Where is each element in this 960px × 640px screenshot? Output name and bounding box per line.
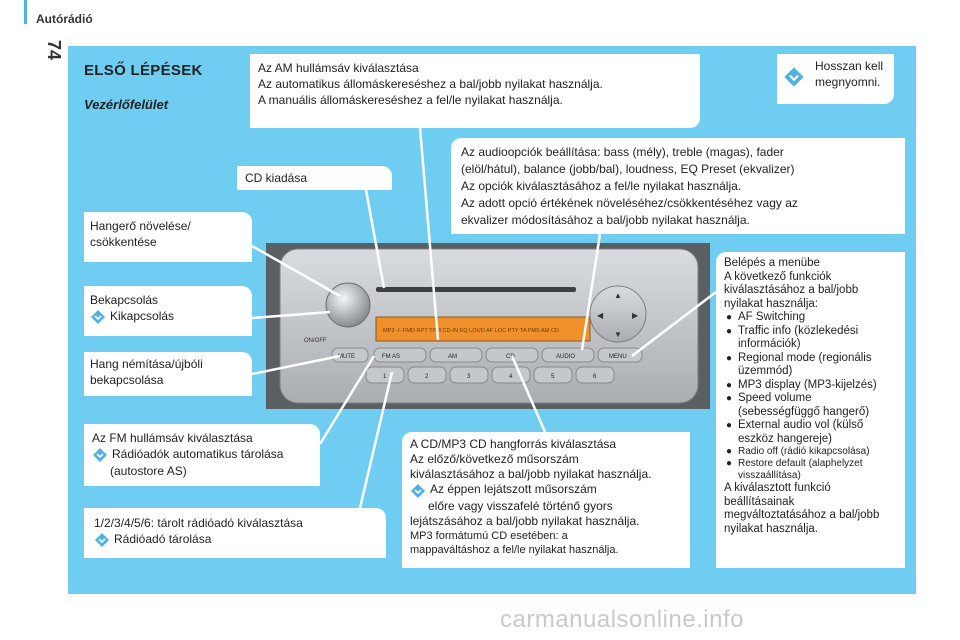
mute-button-label: MUTE <box>338 354 355 360</box>
diamond-arrow-icon <box>411 484 425 498</box>
menu-footer-2: beállításainak <box>724 495 795 508</box>
menu-footer-3: megváltoztatásához a bal/jobb <box>724 509 880 521</box>
preset-label: 3 <box>467 374 471 380</box>
long-press-hint: Hosszan kell megnyomni. <box>777 54 894 104</box>
cd-line-4: lejátszásához a bal/jobb nyilakat haszná… <box>410 514 640 528</box>
watermark: carmanualsonline.info <box>500 606 744 633</box>
menu-line-3: kiválasztásához a bal/jobb <box>724 284 859 296</box>
cd-tip-line-1: Az éppen lejátszott műsorszám <box>430 482 597 496</box>
presets-line-2: Rádióadó tárolása <box>114 532 212 546</box>
audio-button-label: AUDIO <box>556 354 575 360</box>
menu-function-list: ●AF Switching ●Traffic info (közlekedési… <box>724 311 897 482</box>
am-line-3: A manuális állomáskereséshez a fel/le ny… <box>258 93 563 107</box>
preset-label: 6 <box>593 374 597 380</box>
preset-button-6[interactable] <box>575 366 615 384</box>
preset-label: 5 <box>551 374 555 380</box>
diamond-arrow-icon <box>784 67 804 87</box>
am-line-2: Az automatikus állomáskereséshez a bal/j… <box>258 77 603 91</box>
arrow-up-icon[interactable]: ▲ <box>614 291 622 300</box>
power-on-label: Bekapcsolás <box>90 293 159 307</box>
diamond-arrow-icon <box>91 310 105 324</box>
fm-line-1: Az FM hullámsáv kiválasztása <box>92 431 253 445</box>
main-title: ELSŐ LÉPÉSEK <box>84 62 203 79</box>
arrow-right-icon[interactable]: ▶ <box>632 311 639 320</box>
volume-knob[interactable] <box>325 282 371 328</box>
side-rule <box>24 0 27 24</box>
section-header: Autórádió <box>36 12 93 26</box>
sub-title: Vezérlőfelület <box>84 97 169 112</box>
cd-slot <box>376 287 576 292</box>
presets-line-1: 1/2/3/4/5/6: tárolt rádióadó kiválasztás… <box>94 516 303 530</box>
arrow-down-icon[interactable]: ▼ <box>614 330 622 339</box>
power-callout: Bekapcsolás Kikapcsolás <box>84 286 252 336</box>
audio-line-1: Az audioopciók beállítása: bass (mély), … <box>461 145 784 159</box>
audio-callout: Az audioopciók beállítása: bass (mély), … <box>451 138 905 234</box>
audio-line-4: Az adott opció értékének növeléséhez/csö… <box>461 196 798 210</box>
radio-on-off-label: ON/OFF <box>304 338 327 344</box>
fm-line-3: (autostore AS) <box>110 464 187 478</box>
radio-display-text: MP3 -/- FMD RPT TPM CD-IN EQ LOUD AF LOC… <box>383 328 559 334</box>
cd-button-label: CD <box>506 354 515 360</box>
menu-callout: Belépés a menübe A következő funkciók ki… <box>716 252 905 568</box>
cd-eject-label: CD kiadása <box>245 171 308 185</box>
audio-button[interactable] <box>541 347 595 363</box>
list-item: ●AF Switching <box>726 311 806 323</box>
hint-line-1: Hosszan kell <box>815 59 884 73</box>
cd-tip-line-2: előre vagy visszafelé történő gyors <box>428 499 613 513</box>
audio-line-5: ekvalizer módosításához a bal/jobb nyila… <box>461 213 750 227</box>
hint-line-2: megnyomni. <box>815 75 881 89</box>
list-item: ●Speed volume(sebességfüggő hangerő) <box>726 392 870 418</box>
power-off-label: Kikapcsolás <box>110 309 175 323</box>
audio-line-3: Az opciók kiválasztásához a fel/le nyila… <box>461 179 742 193</box>
arrow-left-icon[interactable]: ◀ <box>597 311 604 320</box>
menu-line-2: A következő funkciók <box>724 270 832 283</box>
cd-callout: A CD/MP3 CD hangforrás kiválasztása Az e… <box>402 432 690 568</box>
fm-button[interactable] <box>373 347 427 363</box>
cd-line-2: Az előző/következő műsorszám <box>410 452 579 466</box>
preset-label: 2 <box>425 374 429 380</box>
am-button[interactable] <box>429 347 483 363</box>
audio-line-2: (elöl/hátul), balance (jobb/bal), loudne… <box>461 162 795 176</box>
am-button-label: AM <box>448 354 457 360</box>
fm-line-2: Rádióadók automatikus tárolása <box>112 447 284 461</box>
fm-callout: Az FM hullámsáv kiválasztása Rádióadók a… <box>84 424 320 486</box>
preset-button-3[interactable] <box>449 366 489 384</box>
mute-callout: Hang némítása/újbóli bekapcsolása <box>84 352 252 396</box>
radio-unit: ON/OFF MP3 -/- FMD RPT TPM CD-IN EQ LOUD… <box>266 243 710 409</box>
cd-eject-callout: CD kiadása <box>237 166 392 190</box>
preset-button-2[interactable] <box>407 366 447 384</box>
volume-line-1: Hangerő növelése/ <box>90 219 191 233</box>
cd-line-1: A CD/MP3 CD hangforrás kiválasztása <box>410 437 617 451</box>
cd-line-5: MP3 formátumú CD esetében: a <box>410 530 568 542</box>
mute-line-1: Hang némítása/újbóli <box>90 357 203 371</box>
volume-line-2: csökkentése <box>90 235 157 249</box>
menu-line-1: Belépés a menübe <box>724 257 820 269</box>
cd-line-6: mappaváltáshoz a fel/le nyilakat használ… <box>410 544 619 556</box>
menu-footer-4: nyilakat használja. <box>724 522 818 535</box>
presets-callout: 1/2/3/4/5/6: tárolt rádióadó kiválasztás… <box>84 508 386 558</box>
diamond-arrow-icon <box>95 533 109 547</box>
diamond-arrow-icon <box>93 448 107 462</box>
menu-button-label: MENU <box>609 354 627 360</box>
list-item: ●Radio off (rádió kikapcsolása) <box>726 446 870 457</box>
menu-line-4: nyilakat használja: <box>724 297 818 310</box>
volume-callout: Hangerő növelése/ csökkentése <box>84 212 252 262</box>
fm-button-label: FM AS <box>382 354 400 360</box>
am-callout: Az AM hullámsáv kiválasztása Az automati… <box>250 54 700 128</box>
mute-line-2: bekapcsolása <box>90 373 164 387</box>
am-line-1: Az AM hullámsáv kiválasztása <box>258 61 419 75</box>
page-number: 74 <box>44 40 64 61</box>
list-item: ●MP3 display (MP3-kijelzés) <box>726 378 877 391</box>
cd-line-3: kiválasztásához a bal/jobb nyilakat hasz… <box>410 467 652 481</box>
menu-footer-1: A kiválasztott funkció <box>724 482 831 494</box>
